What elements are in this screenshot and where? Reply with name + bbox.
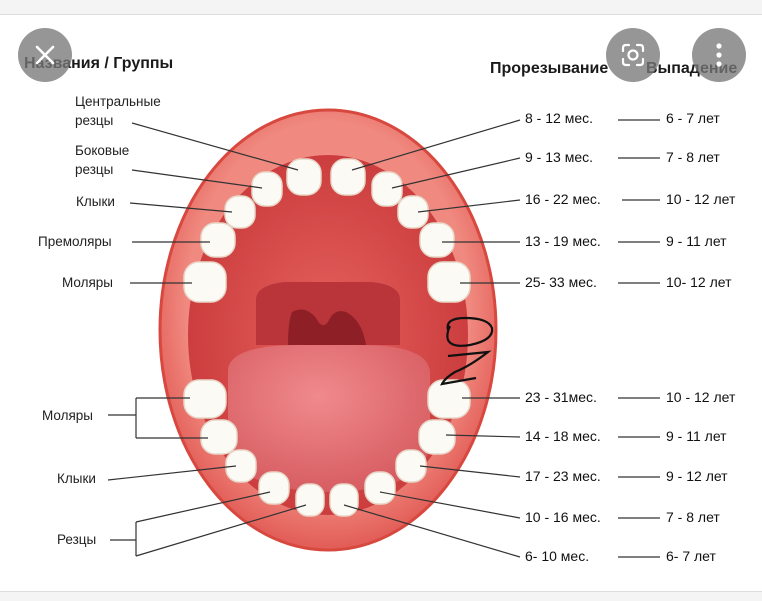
label-central-incisors: Центральные резцы [75,92,161,130]
eruption-value: 10 - 16 мес. [525,509,601,525]
browser-bottom-strip [0,591,762,601]
tooth [397,195,429,229]
tooth [225,449,257,483]
tooth [224,195,256,229]
leader-lines-right [343,119,660,558]
tooth [418,419,456,455]
eruption-header: Прорезывание [490,60,609,77]
tooth [286,158,322,196]
loss-value: 9 - 12 лет [666,468,728,484]
label-upper-molars: Моляры [62,275,114,290]
label-premolars: Премоляры [38,234,112,249]
tooth [183,261,227,303]
tooth [258,471,290,505]
eruption-value: 13 - 19 мес. [525,233,601,249]
tooth [371,171,403,207]
lens-icon [621,43,645,67]
tooth [200,419,238,455]
label-lower-canines: Клыки [57,471,96,486]
eruption-value: 23 - 31мес. [525,389,597,405]
tooth [200,222,236,258]
tooth [295,483,325,517]
label-lower-incisors: Резцы [57,532,97,547]
loss-value: 10 - 12 лет [666,191,736,207]
upper-teeth [183,158,471,303]
eruption-value: 17 - 23 мес. [525,468,601,484]
label-lateral-incisors: Боковые резцы [75,141,129,179]
tooth [395,449,427,483]
loss-value: 6 - 7 лет [666,110,720,126]
uvula [288,309,366,345]
tongue [228,345,430,492]
loss-value: 10 - 12 лет [666,389,736,405]
tooth [419,222,455,258]
tooth [251,171,283,207]
loss-value: 10- 12 лет [666,274,732,290]
more-vertical-icon [716,43,722,67]
tooth [329,483,359,517]
tooth [364,471,396,505]
loss-value: 7 - 8 лет [666,509,720,525]
eruption-value: 9 - 13 мес. [525,149,593,165]
eruption-value: 25- 33 мес. [525,274,597,290]
label-line: Боковые [75,143,130,158]
tooth [330,158,366,196]
loss-value: 7 - 8 лет [666,149,720,165]
tooth [427,379,471,419]
close-button[interactable] [18,28,72,82]
eruption-value: 14 - 18 мес. [525,428,601,444]
eruption-value: 6- 10 мес. [525,548,590,564]
label-line: Центральные [75,94,161,109]
browser-top-strip [0,0,762,15]
tooth [183,379,227,419]
scribble-mark [446,316,494,347]
label-upper-canines: Клыки [76,194,115,209]
eruption-value: 8 - 12 мес. [525,110,593,126]
tooth [427,261,471,303]
lower-teeth [183,379,471,517]
close-icon [35,45,55,65]
lens-button[interactable] [606,28,660,82]
label-line: резцы [75,162,114,177]
loss-value: 9 - 11 лет [666,428,727,444]
eruption-value: 16 - 22 мес. [525,191,601,207]
leader-lines-left [107,122,307,557]
label-lower-molars: Моляры [42,408,94,423]
scribble-mark [440,350,492,386]
loss-value: 6- 7 лет [666,548,716,564]
label-line: резцы [75,113,114,128]
loss-value: 9 - 11 лет [666,233,727,249]
more-options-button[interactable] [692,28,746,82]
